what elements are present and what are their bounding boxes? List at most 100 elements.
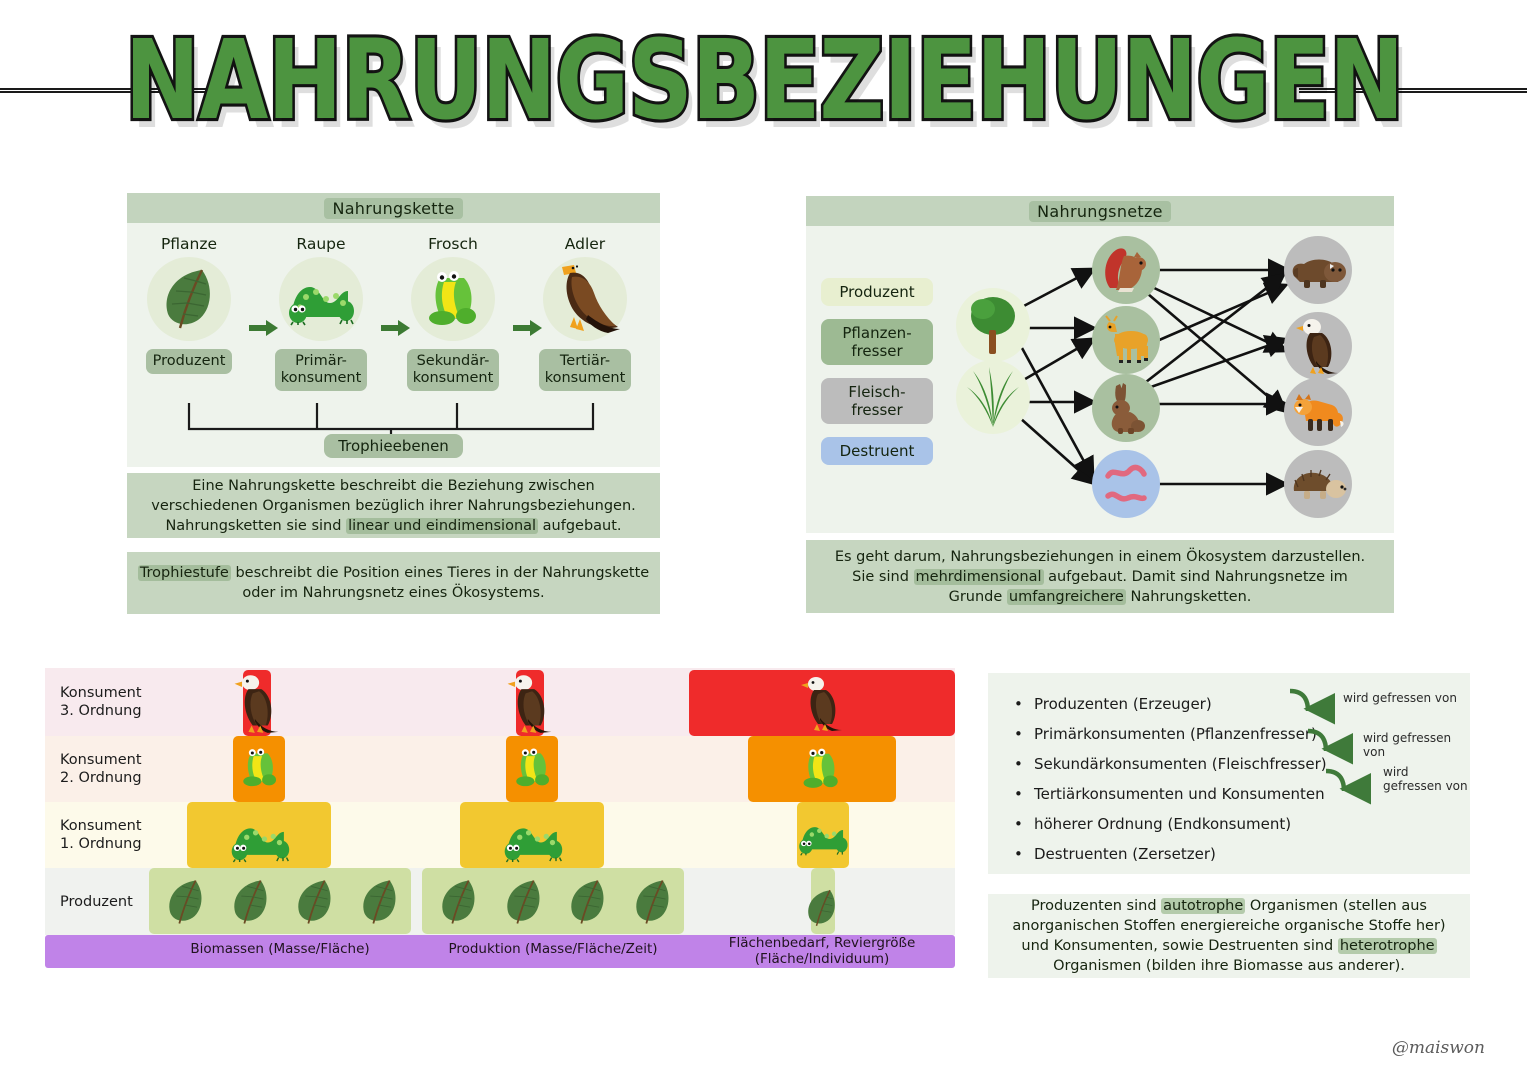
legend-item-destruent: Destruent bbox=[821, 437, 933, 465]
web-def-l3-pre: Grunde bbox=[948, 588, 1007, 605]
pyramid-row-label-2: Konsument 2. Ordnung bbox=[60, 751, 142, 787]
caption-2-l1: Produktion (Masse/Fläche/Zeit) bbox=[448, 941, 658, 957]
caption-3-l1: Flächenbedarf, Reviergröße bbox=[728, 935, 916, 951]
chain-role-3-l1: Tertiär- bbox=[559, 353, 611, 369]
legend-label-fleisch: Fleisch- bbox=[848, 383, 906, 401]
pyr1-eagle bbox=[231, 672, 283, 734]
trophic-bracket: Trophieebenen bbox=[127, 403, 660, 467]
chain-def-l2: verschiedenen Organismen bezüglich ihrer… bbox=[151, 497, 636, 514]
pyr1-leaves bbox=[163, 874, 403, 930]
web-def-l2-pre: Sie sind bbox=[852, 568, 914, 585]
list-item: Produzenten (Erzeuger) bbox=[1014, 689, 1470, 719]
pyr3-frog bbox=[797, 740, 845, 798]
auto-l3-pre: und Konsumenten, sowie Destruenten sind bbox=[1021, 938, 1338, 954]
chain-arrow-2 bbox=[381, 319, 411, 337]
leaf-icon bbox=[233, 880, 267, 924]
food-web-title: Nahrungsnetze bbox=[1029, 200, 1171, 222]
chain-def-highlight: linear und eindimensional bbox=[346, 517, 539, 534]
eaten-label-2: wird gefressen von bbox=[1363, 731, 1452, 759]
trophiestufe-l1: beschreibt die Position eines Tieres in … bbox=[230, 565, 650, 581]
pyr2-eagle bbox=[504, 672, 556, 734]
leaf-icon bbox=[442, 880, 475, 924]
food-web-legend: Produzent Pflanzen- fresser Fleisch- fre… bbox=[821, 278, 933, 478]
node-grass bbox=[956, 360, 1030, 434]
caterpillar-icon bbox=[504, 828, 563, 863]
consumer-list: Produzenten (Erzeuger) Primärkonsumenten… bbox=[1014, 689, 1470, 869]
node-badger bbox=[1284, 236, 1352, 304]
chain-role-0: Produzent bbox=[146, 349, 232, 374]
auto-l2: anorganischen Stoffen energiereiche orga… bbox=[1012, 918, 1446, 934]
grass-icon bbox=[967, 367, 1019, 427]
chain-role-2: Sekundär- konsument bbox=[406, 349, 500, 391]
food-chain-definition: Eine Nahrungskette beschreibt die Bezieh… bbox=[127, 473, 660, 538]
leaf-icon bbox=[363, 880, 396, 924]
chain-def-l3-post: aufgebaut. bbox=[538, 517, 622, 534]
eagle-icon bbox=[801, 677, 842, 731]
chain-role-2-l2: konsument bbox=[412, 370, 494, 386]
leaf-icon bbox=[169, 880, 202, 924]
node-squirrel bbox=[1092, 236, 1160, 304]
frog-icon bbox=[243, 748, 277, 787]
leaf-icon bbox=[506, 880, 540, 924]
autotroph-definition: Produzenten sind autotrophe Organismen (… bbox=[988, 894, 1470, 978]
chain-step-name-0: Pflanze bbox=[160, 235, 218, 253]
tree-icon bbox=[971, 297, 1015, 354]
chain-step-frosch: Frosch Sekundär- konsument bbox=[399, 235, 507, 391]
trophic-levels-pill: Trophieebenen bbox=[324, 434, 463, 458]
food-chain-steps: Pflanze Produzent bbox=[127, 223, 660, 467]
node-fox bbox=[1284, 378, 1352, 446]
hedgehog-icon bbox=[1293, 469, 1347, 499]
auto-l1-pre: Produzenten sind bbox=[1031, 898, 1162, 914]
web-def-l2-post: aufgebaut. Damit sind Nahrungsnetze im bbox=[1043, 568, 1348, 585]
caterpillar-icon bbox=[289, 287, 354, 326]
web-def-l1: Es geht darum, Nahrungsbeziehungen in ei… bbox=[834, 548, 1366, 565]
eaten-label-1: wird gefressen von bbox=[1343, 691, 1457, 705]
legend-item-produzent: Produzent bbox=[821, 278, 933, 306]
chain-step-name-2: Frosch bbox=[428, 235, 478, 253]
eagle-disc bbox=[543, 257, 627, 341]
pyr3-leaf bbox=[803, 884, 841, 932]
food-web-arrows bbox=[1019, 258, 1292, 496]
pyramid-footer-band: Biomassen (Masse/Fläche) Produktion (Mas… bbox=[45, 935, 955, 968]
chain-step-name-1: Raupe bbox=[296, 235, 346, 253]
squirrel-icon bbox=[1105, 248, 1146, 292]
food-web-panel: Nahrungsnetze Produzent Pflanzen- fresse… bbox=[806, 196, 1394, 533]
chain-role-3-l2: konsument bbox=[544, 370, 626, 386]
deer-icon bbox=[1105, 315, 1148, 363]
node-hare bbox=[1092, 374, 1160, 442]
chain-role-1-l1: Primär- bbox=[295, 353, 347, 369]
row3-l1: Konsument bbox=[60, 685, 142, 701]
pyr2-caterpillar bbox=[500, 816, 566, 863]
chain-role-1: Primär- konsument bbox=[274, 349, 368, 391]
eaten-label-3: wird gefressen von bbox=[1383, 765, 1468, 793]
caterpillar-disc bbox=[279, 257, 363, 341]
chain-role-2-l1: Sekundär- bbox=[416, 353, 490, 369]
list-item: Destruenten (Zersetzer) bbox=[1014, 839, 1470, 869]
frog-icon bbox=[429, 271, 476, 325]
legend-item-fleischfresser: Fleisch- fresser bbox=[821, 378, 933, 424]
caterpillar-icon bbox=[799, 827, 848, 856]
leaf-icon bbox=[571, 880, 604, 924]
web-def-hl2: umfangreichere bbox=[1006, 588, 1126, 605]
heterotrophe-highlight: heterotrophe bbox=[1337, 938, 1437, 954]
legend-label-pflanzen: Pflanzen- bbox=[842, 324, 912, 342]
auto-l1-post: Organismen (stellen aus bbox=[1245, 898, 1427, 914]
auto-l4: Organismen (bilden ihre Biomasse aus and… bbox=[1053, 958, 1405, 974]
trophiestufe-l2: oder im Nahrungsnetz eines Ökosystems. bbox=[242, 585, 545, 601]
leaf-icon bbox=[298, 880, 331, 924]
fox-icon bbox=[1294, 394, 1344, 431]
ecological-pyramids: Konsument 3. Ordnung Konsument 2. Ordnun… bbox=[45, 668, 955, 968]
list-item-cont: höherer Ordnung (Endkonsument) bbox=[1014, 809, 1470, 839]
node-tree bbox=[956, 288, 1030, 362]
title-rule-right bbox=[1299, 88, 1527, 93]
title-rule-left bbox=[0, 88, 228, 93]
badger-icon bbox=[1292, 259, 1346, 288]
pyramid-row-label-1: Konsument 1. Ordnung bbox=[60, 817, 142, 853]
pyr1-frog bbox=[237, 740, 283, 796]
food-web-definition: Es geht darum, Nahrungsbeziehungen in ei… bbox=[806, 540, 1394, 613]
leaf-icon bbox=[808, 889, 835, 926]
legend-label-destruent: Destruent bbox=[839, 442, 915, 460]
frog-disc bbox=[411, 257, 495, 341]
legend-label-fresser2: fresser bbox=[851, 401, 903, 419]
frog-icon bbox=[516, 748, 550, 787]
